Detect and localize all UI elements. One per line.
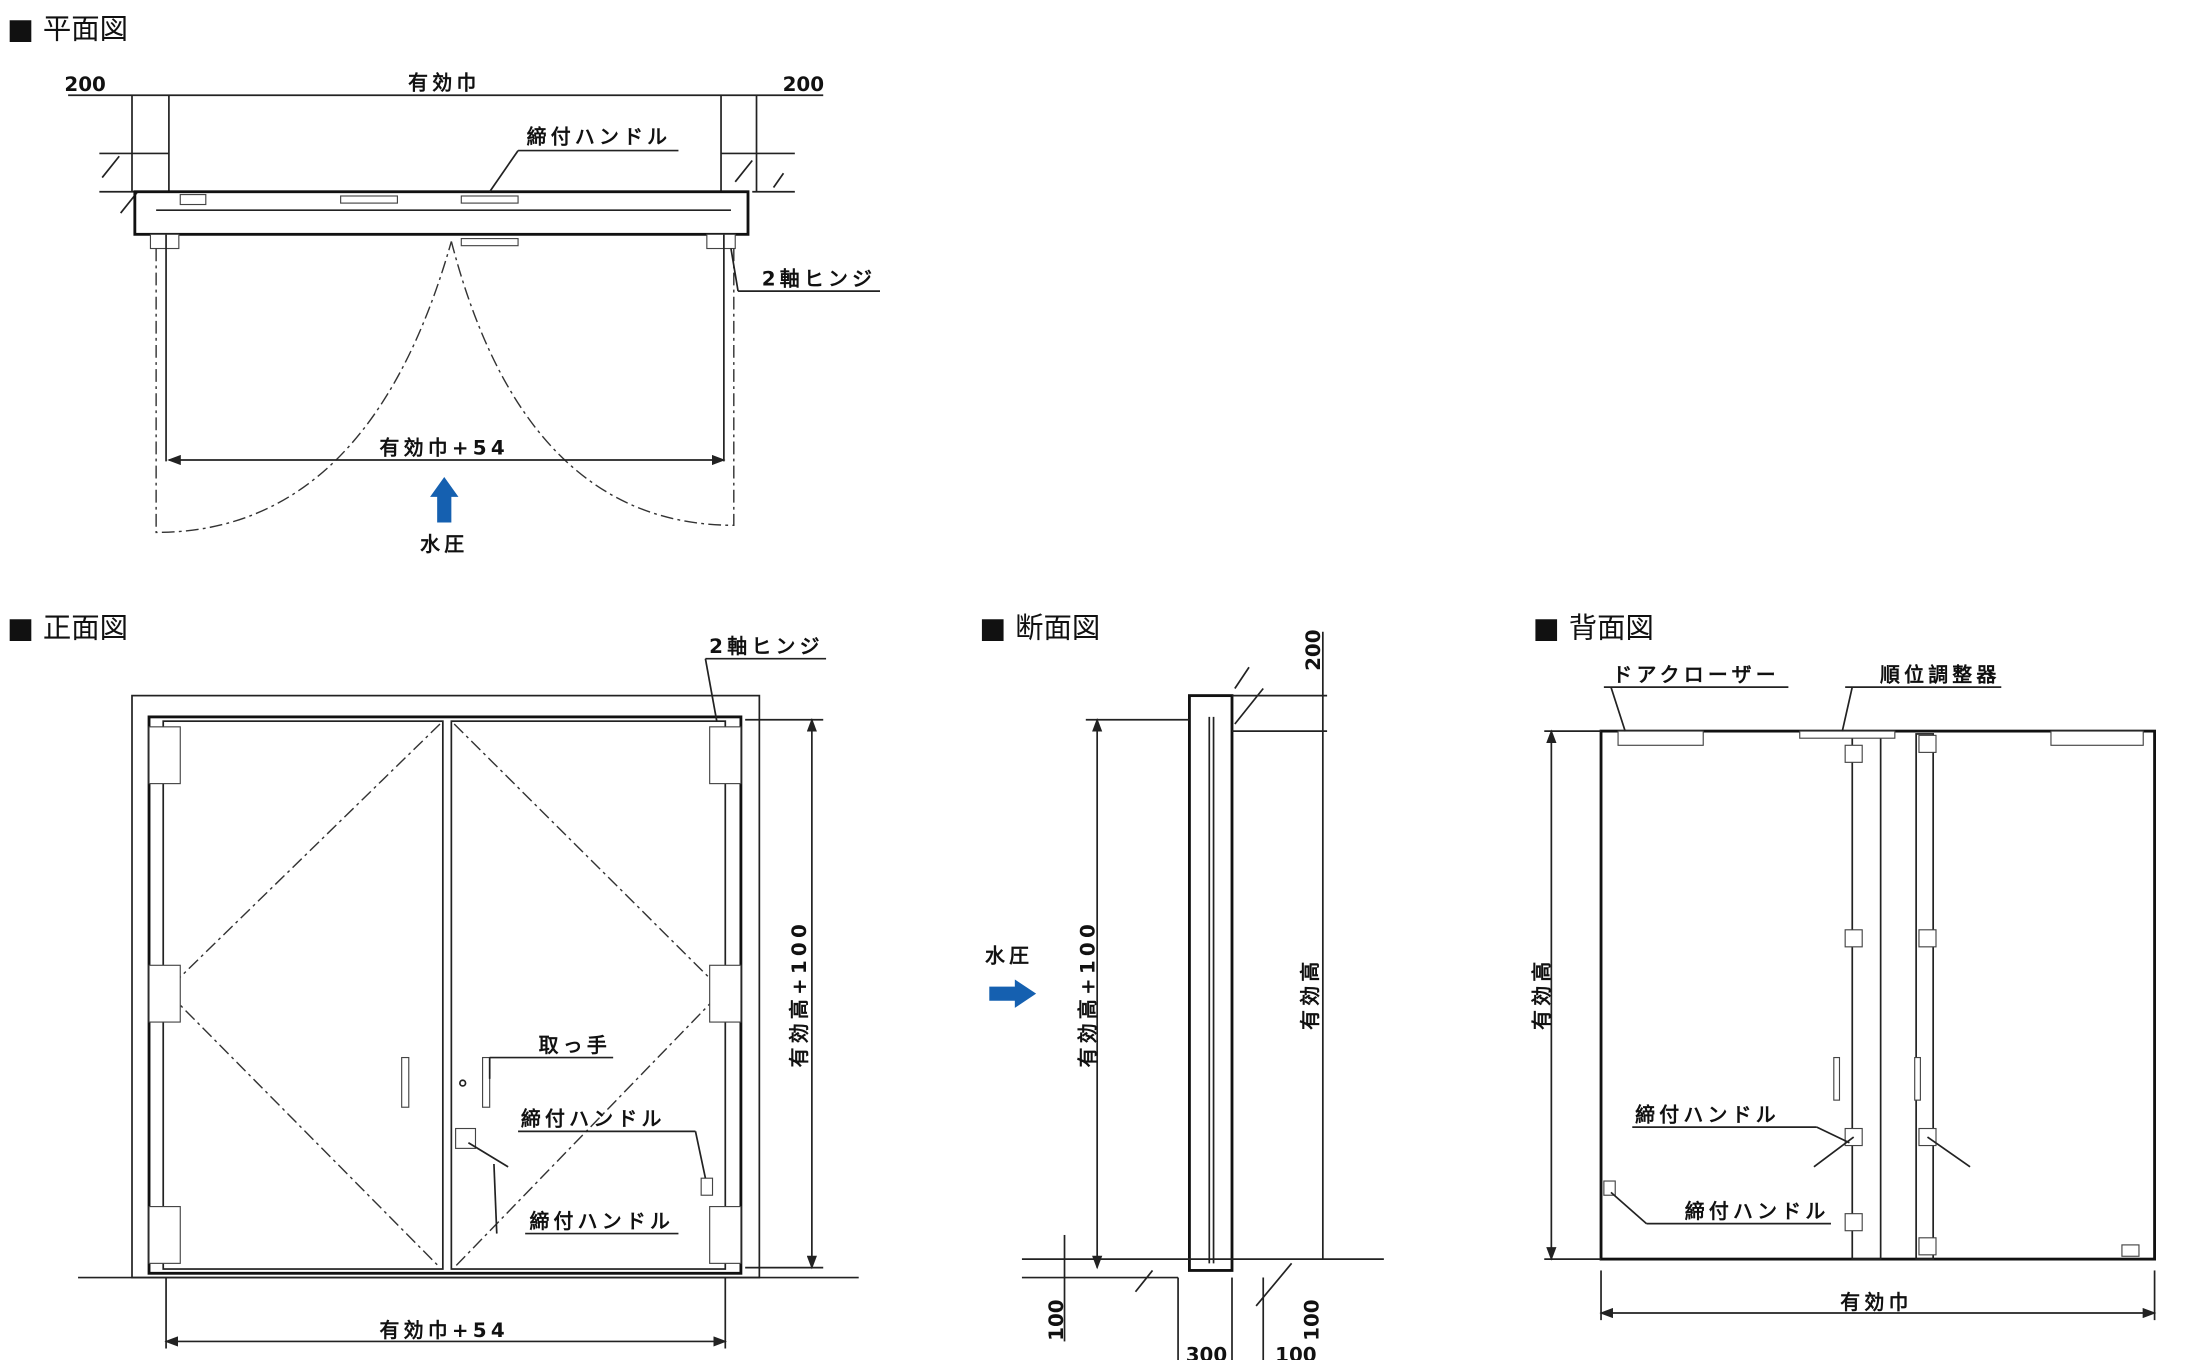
front-view: ■ 正面図 有効高+100 有効巾+54 2軸ヒンジ 取っ手 締付ハンドル 締付…: [7, 611, 859, 1349]
back-dim-width: 有効巾: [1840, 1291, 1912, 1314]
front-handle-label-2: 締付ハンドル: [529, 1210, 674, 1233]
front-dim-height: 有効高+100: [788, 920, 811, 1067]
front-hinge-label: 2軸ヒンジ: [709, 635, 824, 658]
right-door-leaf: [450, 720, 727, 1270]
plan-view: ■ 平面図 200 有効巾 200 有効巾+54 水圧 締付ハンドル 2軸ヒンジ: [7, 12, 880, 556]
plan-dim-center: 有効巾: [408, 72, 480, 95]
plan-dim-bottom: 有効巾+54: [380, 436, 509, 459]
section-dim-height-outer: 有効高+100: [1076, 920, 1099, 1067]
front-title: ■ 正面図: [7, 611, 128, 644]
front-dim-width: 有効巾+54: [380, 1319, 509, 1342]
back-dim-height: 有効高: [1531, 957, 1554, 1029]
door-closer-right: [2050, 730, 2144, 746]
plan-handle-label: 締付ハンドル: [527, 125, 672, 148]
plan-dim-left: 200: [64, 73, 105, 96]
section-dim-base-2: 100: [1275, 1343, 1316, 1360]
back-handle-label-1: 締付ハンドル: [1635, 1103, 1780, 1126]
front-hinges: [148, 726, 742, 1264]
back-title: ■ 背面図: [1533, 611, 1654, 644]
back-closer-label: ドアクローザー: [1612, 663, 1779, 686]
section-dim-top: 200: [1302, 629, 1325, 670]
back-door: [1599, 729, 2156, 1261]
coordinator: [1799, 730, 1896, 739]
section-dim-bottom-left: 100: [1045, 1299, 1068, 1340]
plan-title: ■ 平面図: [7, 12, 128, 45]
section-dim-bottom-right: 100: [1301, 1299, 1324, 1340]
water-pressure-arrow-icon: [430, 477, 459, 523]
section-pressure-label: 水圧: [985, 944, 1033, 967]
water-pressure-arrow-icon: [989, 979, 1037, 1008]
left-leaf-swing-arc: [155, 241, 453, 534]
back-handle-label-2: 締付ハンドル: [1685, 1200, 1830, 1223]
plan-pressure-label: 水圧: [420, 533, 468, 556]
section-dim-base-1: 300: [1186, 1343, 1227, 1360]
back-view: ■ 背面図 有効高 有効巾 ドアクローザー 順位調整器 締付ハンドル 締付ハンド…: [1531, 611, 2157, 1321]
plan-door-frame: [133, 190, 750, 250]
right-grip: [482, 1056, 491, 1108]
back-coordinator-label: 順位調整器: [1880, 663, 2001, 686]
section-door: [1188, 694, 1234, 1272]
left-door-leaf: [162, 720, 444, 1270]
section-view: ■ 断面図 水圧 200 有効高 有効高+100 100 100 300 100: [979, 611, 1384, 1360]
left-grip: [401, 1056, 410, 1108]
door-closer-left: [1617, 730, 1704, 746]
section-dim-height: 有効高: [1299, 957, 1322, 1029]
right-leaf-swing-arc: [450, 241, 735, 527]
wall-section: [99, 152, 795, 214]
plan-hinge-label: 2軸ヒンジ: [762, 267, 877, 290]
section-title: ■ 断面図: [979, 611, 1100, 644]
front-grip-label: 取っ手: [539, 1034, 611, 1057]
plan-dim-right: 200: [783, 73, 824, 96]
front-handle-label-1: 締付ハンドル: [521, 1108, 666, 1131]
